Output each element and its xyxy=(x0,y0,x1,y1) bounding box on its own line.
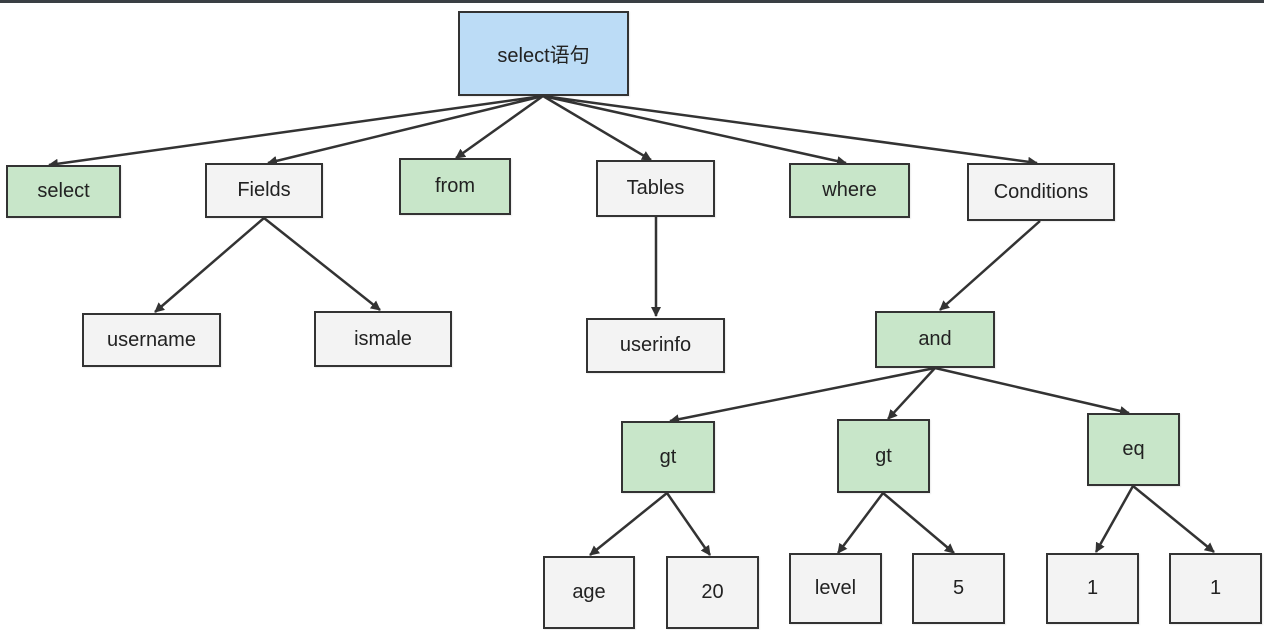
node-username: username xyxy=(82,313,221,367)
edge-root-tables xyxy=(542,94,652,162)
node-gt-age-label: gt xyxy=(659,445,677,468)
node-from-keyword: from xyxy=(399,158,511,215)
node-eq: eq xyxy=(1087,413,1180,486)
node-gt-age: gt xyxy=(621,421,715,493)
node-select-keyword: select xyxy=(6,165,121,218)
node-gt-level-label: gt xyxy=(875,444,892,467)
edge-gt1-20 xyxy=(665,492,712,556)
edge-gt2-5 xyxy=(882,492,955,554)
node-and: and xyxy=(875,311,995,368)
edge-root-from xyxy=(455,94,544,160)
edge-gt2-level xyxy=(837,492,884,554)
node-where-keyword: where xyxy=(789,163,910,218)
node-value-20: 20 xyxy=(666,556,759,629)
node-eq-right-1: 1 xyxy=(1169,553,1262,624)
edge-and-gt1 xyxy=(669,366,936,425)
node-root-select-statement: select语句 xyxy=(458,11,629,96)
node-ismale: ismale xyxy=(314,311,452,367)
node-age: age xyxy=(543,556,635,629)
edge-gt1-age xyxy=(589,492,668,556)
node-level-label: level xyxy=(814,577,857,599)
edge-root-select xyxy=(48,94,544,169)
node-username-label: username xyxy=(107,328,196,351)
node-fields-label: Fields xyxy=(237,179,291,201)
node-and-label: and xyxy=(918,328,952,350)
node-value-5-label: 5 xyxy=(952,577,965,599)
window-top-bar xyxy=(0,0,1264,3)
node-select-label: select xyxy=(37,180,90,202)
node-fields: Fields xyxy=(205,163,323,218)
edge-root-conditions xyxy=(542,94,1038,167)
node-userinfo-label: userinfo xyxy=(619,334,692,356)
edge-root-where xyxy=(542,94,847,166)
node-age-label: age xyxy=(572,581,606,603)
node-userinfo: userinfo xyxy=(586,318,725,373)
node-gt-level: gt xyxy=(837,419,930,493)
node-conditions-label: Conditions xyxy=(993,180,1089,203)
edge-fields-username xyxy=(154,217,265,313)
node-eq-left-label: 1 xyxy=(1086,577,1099,599)
node-ismale-label: ismale xyxy=(354,327,412,350)
edge-conditions-and xyxy=(939,220,1041,311)
node-tables: Tables xyxy=(596,160,715,217)
edge-eq-1a xyxy=(1094,485,1135,553)
edge-root-fields xyxy=(267,94,544,166)
node-conditions: Conditions xyxy=(967,163,1115,221)
edge-eq-1b xyxy=(1132,485,1215,553)
node-eq-label: eq xyxy=(1122,438,1145,460)
node-tables-label: Tables xyxy=(626,177,685,199)
node-eq-left-1: 1 xyxy=(1046,553,1139,624)
node-root-label: select语句 xyxy=(497,45,590,67)
node-value-5: 5 xyxy=(912,553,1005,624)
node-level: level xyxy=(789,553,882,624)
edge-fields-ismale xyxy=(263,217,381,311)
node-value-20-label: 20 xyxy=(701,581,724,603)
node-where-label: where xyxy=(822,179,877,201)
edge-and-eq xyxy=(934,366,1130,416)
node-eq-right-label: 1 xyxy=(1209,577,1222,599)
node-from-label: from xyxy=(435,175,475,197)
edge-and-gt2 xyxy=(887,367,936,420)
